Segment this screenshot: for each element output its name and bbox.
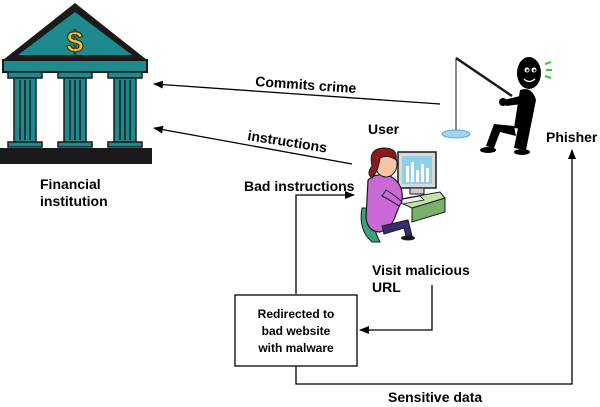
bank-label-line1: Financial [40, 176, 101, 192]
commits-crime-label: Commits crime [255, 73, 357, 96]
bad-instructions-arrow [295, 191, 355, 294]
sensitive-data-arrow [295, 149, 576, 385]
visit-malicious-label-line2: URL [372, 279, 401, 295]
bank-icon: $ [0, 3, 152, 164]
instructions-label: instructions [247, 127, 329, 155]
visit-malicious-arrow [359, 285, 433, 334]
fisherman-icon [441, 56, 552, 155]
instructions-arrow [153, 125, 353, 165]
sensitive-data-label: Sensitive data [388, 389, 482, 405]
bad-website-line2: bad website [262, 324, 331, 338]
visit-malicious-label-line1: Visit malicious [372, 262, 470, 278]
bad-website-line1: Redirected to [258, 307, 335, 321]
bad-instructions-label: Bad instructions [244, 178, 355, 194]
commits-crime-arrow [153, 80, 441, 105]
phisher-label: Phisher [546, 129, 598, 145]
bank-label-line2: institution [40, 193, 108, 209]
bad-website-line3: with malware [257, 341, 334, 355]
dollar-sign: $ [67, 26, 84, 59]
user-at-computer-icon [360, 147, 446, 243]
user-label: User [368, 121, 400, 137]
